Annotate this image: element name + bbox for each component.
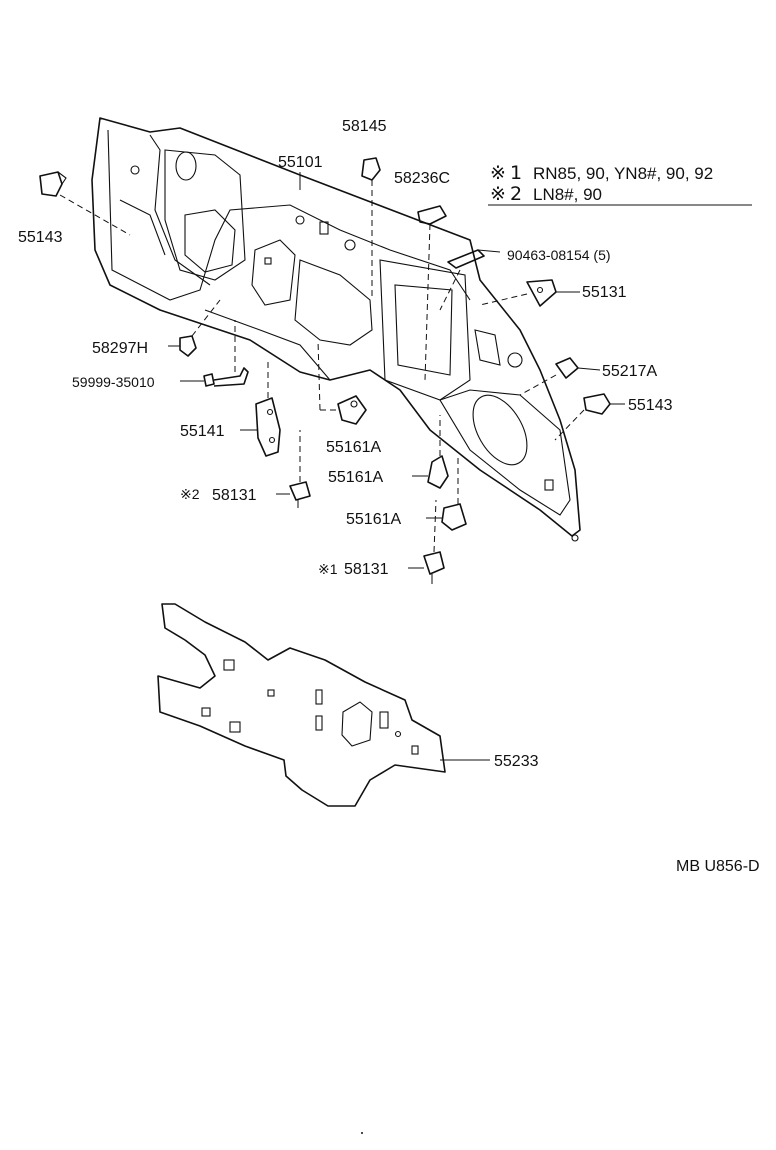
leader-58236c [424,223,431,381]
label-55143-right: 55143 [628,397,673,414]
leader-90463 [439,269,461,311]
legend-mark-2: ※ [490,183,506,205]
part-58236c-shape [417,205,447,225]
leader-55131 [479,293,528,306]
leader-55143-right [554,409,585,441]
dash-panel [91,117,581,542]
label-55141: 55141 [180,423,225,440]
legend-mark-1: ※ [490,162,506,184]
diagram-code: MB U856-D [676,858,760,875]
leader-55217a [519,374,557,396]
part-55143-left-shape [39,171,67,197]
part-55161a-3-shape [426,503,467,531]
part-55141-shape [240,397,281,457]
label-55161a-2: 55161A [328,469,383,486]
label-55161a-1: 55161A [326,439,381,456]
leader-55143-left [59,194,131,236]
label-59999: 59999-35010 [72,374,155,390]
label-55131: 55131 [582,284,627,301]
silencer-pad [157,603,490,807]
part-55161a-2-shape [412,455,449,489]
mark-58131-2: ※2 [180,486,200,502]
leader-55161a-1b [317,339,321,411]
label-55161a-3: 55161A [346,511,401,528]
part-58297h-shape [168,335,197,357]
label-58131-1: 58131 [344,561,389,578]
label-55143-left: 55143 [18,229,63,246]
legend-num-1: 1 [510,162,522,184]
mark-58131-1: ※1 [318,561,338,577]
part-labels: 55101 58145 58236C 55143 90463-08154 (5)… [18,118,673,770]
legend: ※ 1 RN85, 90, YN8#, 90, 92 ※ 2 LN8#, 90 [488,162,752,206]
part-59999-shape [180,367,249,387]
part-58131-1-shape [408,551,445,584]
label-55217a: 55217A [602,363,657,380]
part-55217a-shape [555,357,601,379]
part-58131-2-shape [276,481,311,508]
stray-dot [361,1132,363,1134]
part-55161a-1-shape [337,395,367,425]
label-58297h: 58297H [92,340,148,357]
part-58145-shape [361,157,381,181]
label-90463: 90463-08154 (5) [507,247,611,263]
label-55101: 55101 [278,154,323,171]
leader-58131-1 [433,499,437,553]
legend-num-2: 2 [510,183,522,205]
part-55131-shape [526,279,580,307]
part-55143-right-shape [583,393,625,415]
leader-58297h [191,299,221,337]
part-90463-shape [447,249,501,269]
label-58145: 58145 [342,118,387,135]
label-58131-2: 58131 [212,487,257,504]
label-55233: 55233 [494,753,539,770]
legend-note-2: LN8#, 90 [533,185,602,204]
legend-note-1: RN85, 90, YN8#, 90, 92 [533,164,713,183]
label-58236c: 58236C [394,170,450,187]
